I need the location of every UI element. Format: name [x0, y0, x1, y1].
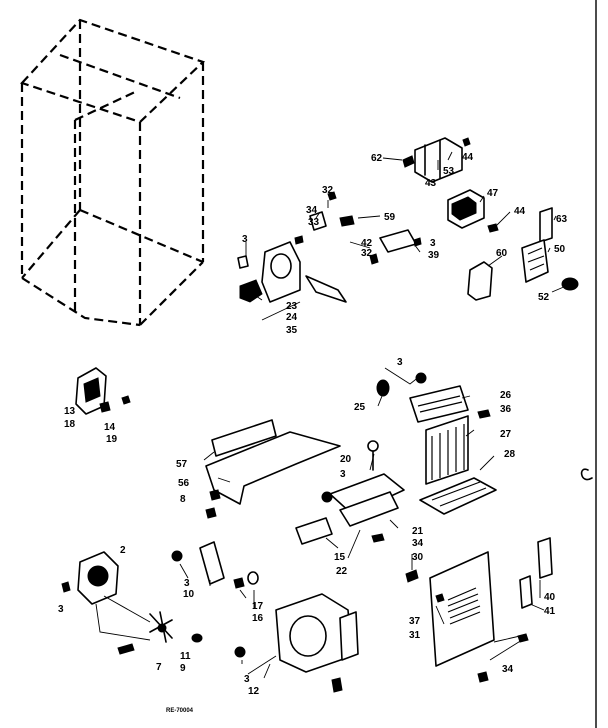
callout-47: 47 [487, 188, 499, 199]
callout-60: 60 [496, 248, 508, 259]
callout-57: 57 [176, 459, 188, 470]
callout-3: 3 [242, 234, 248, 245]
callout-37: 37 [409, 616, 421, 627]
callout-25: 25 [354, 402, 366, 413]
callout-12: 12 [248, 686, 260, 697]
drain-trough [205, 419, 341, 519]
callout-41: 41 [544, 606, 556, 617]
callout-3: 3 [58, 604, 64, 615]
callout-20: 20 [340, 454, 352, 465]
callout-59: 59 [384, 212, 396, 223]
leader-lines [179, 151, 567, 679]
callout-19: 19 [106, 434, 118, 445]
callout-13: 13 [64, 406, 76, 417]
callout-18: 18 [64, 419, 76, 430]
callout-22: 22 [336, 566, 348, 577]
callout-43: 43 [425, 178, 437, 189]
callout-52: 52 [538, 292, 550, 303]
callout-9: 9 [180, 663, 186, 674]
callout-30: 30 [412, 552, 424, 563]
callout-50: 50 [554, 244, 566, 255]
fan-housing [234, 593, 359, 693]
callout-26: 26 [500, 390, 512, 401]
callout-labels: 62 53 44 43 47 44 63 50 60 52 32 34 33 5… [58, 152, 568, 714]
callout-8: 8 [180, 494, 186, 505]
callout-33: 33 [308, 217, 320, 228]
callout-62: 62 [371, 153, 383, 164]
callout-28: 28 [504, 449, 516, 460]
callout-36: 36 [500, 404, 512, 415]
page-edge-line [580, 0, 597, 728]
callout-40: 40 [544, 592, 556, 603]
callout-2: 2 [120, 545, 126, 556]
callout-3: 3 [244, 674, 250, 685]
callout-44: 44 [514, 206, 526, 217]
defrost-thermostat-assembly [295, 440, 419, 583]
evaporator-assembly [376, 372, 497, 515]
callout-23: 23 [286, 301, 298, 312]
callout-21: 21 [412, 526, 424, 537]
callout-27: 27 [500, 429, 512, 440]
callout-10: 10 [183, 589, 195, 600]
callout-63: 63 [556, 214, 568, 225]
callout-34: 34 [412, 538, 424, 549]
drawing-code: RE-70004 [166, 708, 194, 714]
callout-11: 11 [180, 651, 191, 662]
callout-17: 17 [252, 601, 264, 612]
callout-3: 3 [184, 578, 190, 589]
left-bracket-assembly [75, 367, 131, 415]
fan-motor-assembly [61, 541, 259, 655]
cabinet-outline [20, 18, 206, 327]
callout-56: 56 [178, 478, 190, 489]
callout-35: 35 [286, 325, 298, 336]
callout-32: 32 [361, 248, 373, 259]
callout-3: 3 [397, 357, 403, 368]
callout-16: 16 [252, 613, 264, 624]
callout-42: 42 [361, 238, 373, 249]
callout-24: 24 [286, 312, 298, 323]
callout-15: 15 [334, 552, 346, 563]
callout-32: 32 [322, 185, 334, 196]
callout-53: 53 [443, 166, 455, 177]
callout-31: 31 [409, 630, 421, 641]
callout-3: 3 [430, 238, 436, 249]
callout-44: 44 [462, 152, 474, 163]
damper-control-assembly [402, 137, 579, 301]
callout-7: 7 [156, 662, 162, 673]
callout-3: 3 [340, 469, 346, 480]
fan-shroud-assembly [237, 191, 422, 303]
callout-34: 34 [502, 664, 514, 675]
evaporator-cover [429, 537, 553, 683]
callout-39: 39 [428, 250, 440, 261]
callout-14: 14 [104, 422, 116, 433]
callout-34: 34 [306, 205, 318, 216]
